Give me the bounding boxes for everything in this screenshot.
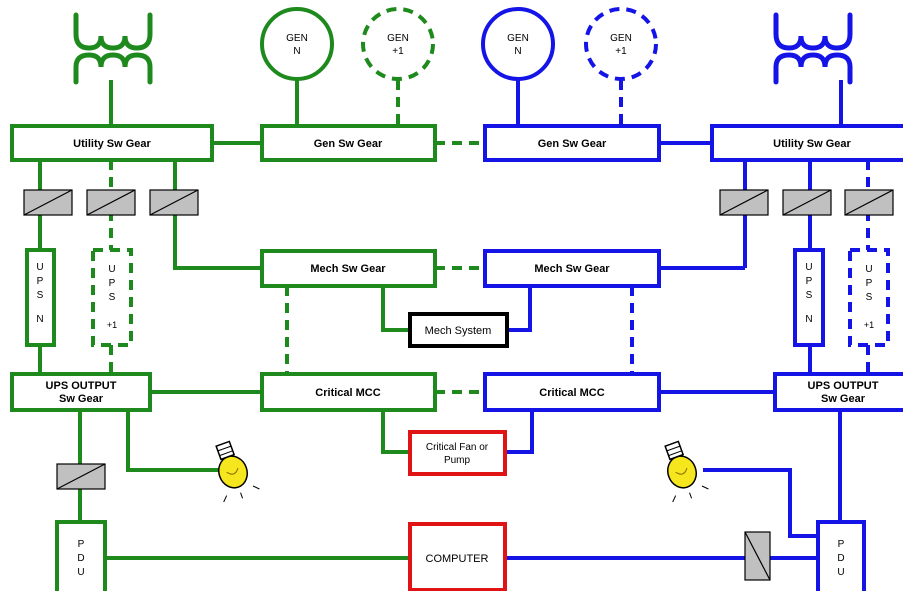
- gen-sw-gear-b: Gen Sw Gear: [483, 124, 661, 162]
- converter-icon: [744, 531, 771, 581]
- ups-output-sw-gear-a: UPS OUTPUT Sw Gear: [10, 372, 152, 412]
- light-bulb-icon: [664, 440, 709, 503]
- svg-text:Mech System: Mech System: [425, 325, 492, 337]
- generator-plus1-a: GEN +1: [361, 7, 435, 81]
- svg-text:UPS OUTPUT: UPS OUTPUT: [808, 380, 879, 392]
- converter-icon: [844, 189, 894, 216]
- pdu-a: P D U: [55, 520, 107, 591]
- svg-text:N: N: [36, 314, 43, 325]
- svg-text:P: P: [806, 276, 813, 287]
- svg-text:Gen Sw Gear: Gen Sw Gear: [314, 138, 383, 150]
- side-b-wiring: [505, 80, 870, 560]
- ups-plus1-a: U P S +1: [91, 248, 133, 347]
- svg-text:Critical MCC: Critical MCC: [315, 387, 380, 399]
- critical-mcc-b: Critical MCC: [483, 372, 661, 412]
- svg-text:S: S: [806, 290, 813, 301]
- svg-text:+1: +1: [107, 320, 117, 330]
- svg-text:GEN: GEN: [610, 33, 632, 44]
- svg-text:U: U: [36, 262, 43, 273]
- mech-sw-gear-a: Mech Sw Gear: [260, 249, 437, 288]
- svg-text:P: P: [109, 278, 116, 289]
- utility-sw-gear-b: Utility Sw Gear: [710, 124, 903, 162]
- converter-icon: [782, 189, 832, 216]
- mech-sw-gear-b: Mech Sw Gear: [483, 249, 661, 288]
- svg-text:Pump: Pump: [444, 455, 471, 466]
- svg-text:P: P: [866, 278, 873, 289]
- ups-n-b: U P S N: [793, 248, 825, 347]
- svg-text:+1: +1: [864, 320, 874, 330]
- critical-fan-or-pump: Critical Fan or Pump: [408, 430, 507, 476]
- svg-text:D: D: [77, 553, 84, 564]
- svg-text:Mech Sw Gear: Mech Sw Gear: [534, 263, 610, 275]
- svg-text:Sw Gear: Sw Gear: [821, 393, 866, 405]
- ups-n-a: U P S N: [25, 248, 56, 347]
- svg-text:P: P: [37, 276, 44, 287]
- svg-text:Gen Sw Gear: Gen Sw Gear: [538, 138, 607, 150]
- transformer-icon: [73, 12, 153, 85]
- ups-output-sw-gear-b: UPS OUTPUT Sw Gear: [773, 372, 903, 412]
- light-bulb-icon: [215, 440, 260, 503]
- svg-text:Utility Sw Gear: Utility Sw Gear: [73, 138, 151, 150]
- svg-text:D: D: [837, 553, 844, 564]
- svg-text:Mech Sw Gear: Mech Sw Gear: [310, 263, 386, 275]
- svg-text:N: N: [293, 46, 300, 57]
- generator-n-a: GEN N: [260, 7, 334, 81]
- svg-text:UPS OUTPUT: UPS OUTPUT: [46, 380, 117, 392]
- svg-text:P: P: [838, 539, 845, 550]
- svg-text:Utility Sw Gear: Utility Sw Gear: [773, 138, 851, 150]
- converter-icon: [23, 189, 73, 216]
- svg-text:GEN: GEN: [507, 33, 529, 44]
- svg-text:S: S: [37, 290, 44, 301]
- converter-icon: [719, 189, 769, 216]
- computer: COMPUTER: [408, 522, 507, 591]
- utility-sw-gear-a: Utility Sw Gear: [10, 124, 214, 162]
- converter-icon: [86, 189, 136, 216]
- svg-text:N: N: [805, 314, 812, 325]
- gen-sw-gear-a: Gen Sw Gear: [260, 124, 437, 162]
- converter-icon: [56, 463, 106, 490]
- generator-n-b: GEN N: [481, 7, 555, 81]
- svg-text:+1: +1: [615, 46, 627, 57]
- converter-icon: [149, 189, 199, 216]
- svg-text:N: N: [514, 46, 521, 57]
- ups-plus1-b: U P S +1: [848, 248, 890, 347]
- svg-text:GEN: GEN: [387, 33, 409, 44]
- svg-text:P: P: [78, 539, 85, 550]
- generator-plus1-b: GEN +1: [584, 7, 658, 81]
- svg-text:Sw Gear: Sw Gear: [59, 393, 104, 405]
- pdu-b: P D U: [816, 520, 866, 591]
- svg-text:S: S: [866, 292, 873, 303]
- svg-text:U: U: [77, 567, 84, 578]
- critical-mcc-a: Critical MCC: [260, 372, 437, 412]
- svg-text:GEN: GEN: [286, 33, 308, 44]
- svg-text:U: U: [865, 264, 872, 275]
- svg-text:Critical Fan or: Critical Fan or: [426, 442, 489, 453]
- svg-text:+1: +1: [392, 46, 404, 57]
- side-a-wiring: [38, 80, 485, 560]
- svg-text:Critical MCC: Critical MCC: [539, 387, 604, 399]
- svg-text:U: U: [837, 567, 844, 578]
- mech-system: Mech System: [408, 312, 509, 348]
- svg-text:S: S: [109, 292, 116, 303]
- svg-text:U: U: [805, 262, 812, 273]
- svg-text:U: U: [108, 264, 115, 275]
- svg-text:COMPUTER: COMPUTER: [426, 553, 489, 565]
- transformer-icon: [773, 12, 853, 85]
